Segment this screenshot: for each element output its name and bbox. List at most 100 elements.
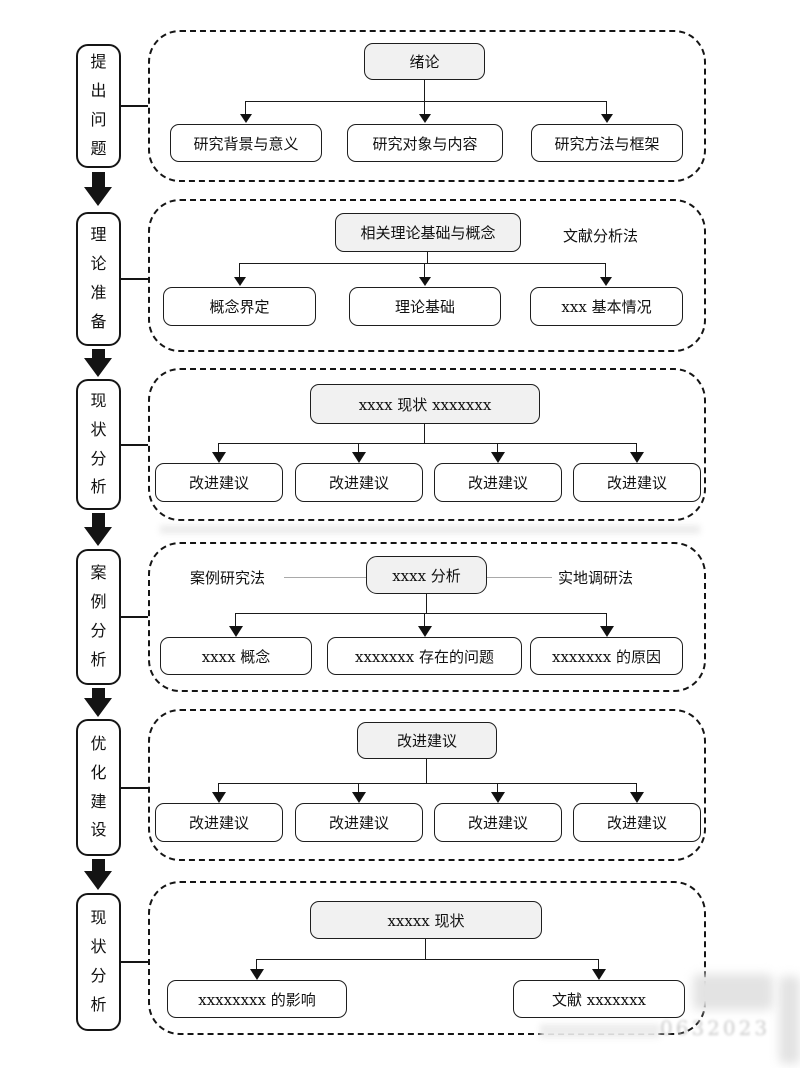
arrowhead-icon [600, 626, 614, 637]
arrowhead-icon [229, 626, 243, 637]
stage-label-2: 理论准备 [90, 225, 107, 331]
connector-line [121, 278, 148, 280]
arrowhead-icon [600, 277, 612, 286]
watermark-blob [779, 976, 800, 1064]
section-3-child-3: 改进建议 [434, 463, 562, 502]
arrowhead-icon [491, 792, 505, 803]
arrowhead-icon [419, 277, 431, 286]
section-4-child-3: xxxxxxx 的原因 [530, 637, 683, 675]
connector-line [256, 959, 257, 970]
connector-line [121, 787, 148, 789]
section-4-top-node: xxxx 分析 [366, 556, 487, 594]
arrowhead-icon [601, 114, 613, 123]
arrowhead-icon [352, 792, 366, 803]
connector-line [235, 613, 236, 627]
leader-line [487, 577, 552, 578]
arrowhead-icon [234, 277, 246, 286]
stage-label-5: 优化建设 [90, 733, 107, 840]
connector-line [219, 783, 637, 784]
connector-line [426, 594, 427, 613]
arrowhead-icon [418, 626, 432, 637]
connector-line [219, 443, 637, 444]
connector-line [358, 783, 359, 793]
arrowhead-icon [212, 452, 226, 463]
section-3-child-2: 改进建议 [295, 463, 423, 502]
section-5-child-4: 改进建议 [573, 803, 701, 842]
connector-line [424, 101, 425, 114]
connector-line [426, 759, 427, 783]
section-4-child-1: xxxx 概念 [160, 637, 312, 675]
connector-line [358, 443, 359, 454]
stage-box-6: 现状分析 [76, 893, 121, 1031]
stage-label-4: 案例分析 [90, 563, 107, 669]
connector-line [636, 443, 637, 454]
watermark-streak [540, 1024, 660, 1038]
down-arrow-icon [84, 513, 112, 546]
stage-label-1: 提出问题 [90, 52, 107, 158]
connector-line [246, 101, 607, 102]
section-3-child-4: 改进建议 [573, 463, 701, 502]
connector-line [245, 101, 246, 114]
stage-label-6: 现状分析 [90, 908, 107, 1014]
connector-line [427, 252, 428, 263]
connector-line [497, 783, 498, 793]
arrowhead-icon [491, 452, 505, 463]
section-2-method-label: 文献分析法 [563, 227, 639, 245]
arrowhead-icon [240, 114, 252, 123]
down-arrow-icon [84, 349, 112, 377]
connector-line [121, 444, 148, 446]
section-3-child-1: 改进建议 [155, 463, 283, 502]
section-2-top-node: 相关理论基础与概念 [335, 213, 521, 252]
connector-line [497, 443, 498, 454]
connector-line [424, 424, 425, 443]
section-2-child-3: xxx 基本情况 [530, 287, 683, 326]
connector-line [424, 80, 425, 101]
section-4-method-label-right: 实地调研法 [558, 569, 634, 587]
stage-box-4: 案例分析 [76, 549, 121, 685]
section-1-child-1: 研究背景与意义 [170, 124, 322, 162]
connector-line [606, 101, 607, 114]
watermark-text: 0632023 [660, 1016, 771, 1040]
section-6-child-2: 文献 xxxxxxx [513, 980, 685, 1018]
section-4-child-2: xxxxxxx 存在的问题 [327, 637, 522, 675]
section-2-child-1: 概念界定 [163, 287, 316, 326]
connector-line [606, 613, 607, 627]
connector-line [605, 263, 606, 277]
connector-line [239, 263, 240, 277]
connector-line [425, 939, 426, 959]
section-1-child-3: 研究方法与框架 [531, 124, 683, 162]
section-5-child-1: 改进建议 [155, 803, 283, 842]
stage-box-2: 理论准备 [76, 212, 121, 346]
down-arrow-icon [84, 859, 112, 890]
stage-label-3: 现状分析 [90, 390, 107, 497]
stage-box-3: 现状分析 [76, 379, 121, 510]
stage-box-5: 优化建设 [76, 719, 121, 856]
connector-line [121, 616, 148, 618]
section-5-top-node: 改进建议 [357, 722, 497, 759]
section-4-method-label-left: 案例研究法 [190, 569, 266, 587]
connector-line [424, 263, 425, 277]
watermark-blob [693, 974, 773, 1010]
arrowhead-icon [630, 452, 644, 463]
section-5-container [148, 709, 706, 861]
section-2-child-2: 理论基础 [349, 287, 501, 326]
section-1-container [148, 30, 706, 182]
section-3-top-node: xxxx 现状 xxxxxxx [310, 384, 540, 424]
section-1-child-2: 研究对象与内容 [347, 124, 503, 162]
arrowhead-icon [419, 114, 431, 123]
section-1-top-node: 绪论 [364, 43, 485, 80]
section-6-top-node: xxxxx 现状 [310, 901, 542, 939]
connector-line [121, 105, 148, 107]
connector-line [598, 959, 599, 970]
section-6-child-1: xxxxxxxx 的影响 [167, 980, 347, 1018]
connector-line [236, 613, 607, 614]
connector-line [218, 443, 219, 454]
arrowhead-icon [250, 969, 264, 980]
section-4-container [148, 542, 706, 692]
connector-line [218, 783, 219, 793]
section-6-container [148, 881, 706, 1035]
arrowhead-icon [212, 792, 226, 803]
stage-box-1: 提出问题 [76, 44, 121, 168]
connector-line [257, 959, 599, 960]
